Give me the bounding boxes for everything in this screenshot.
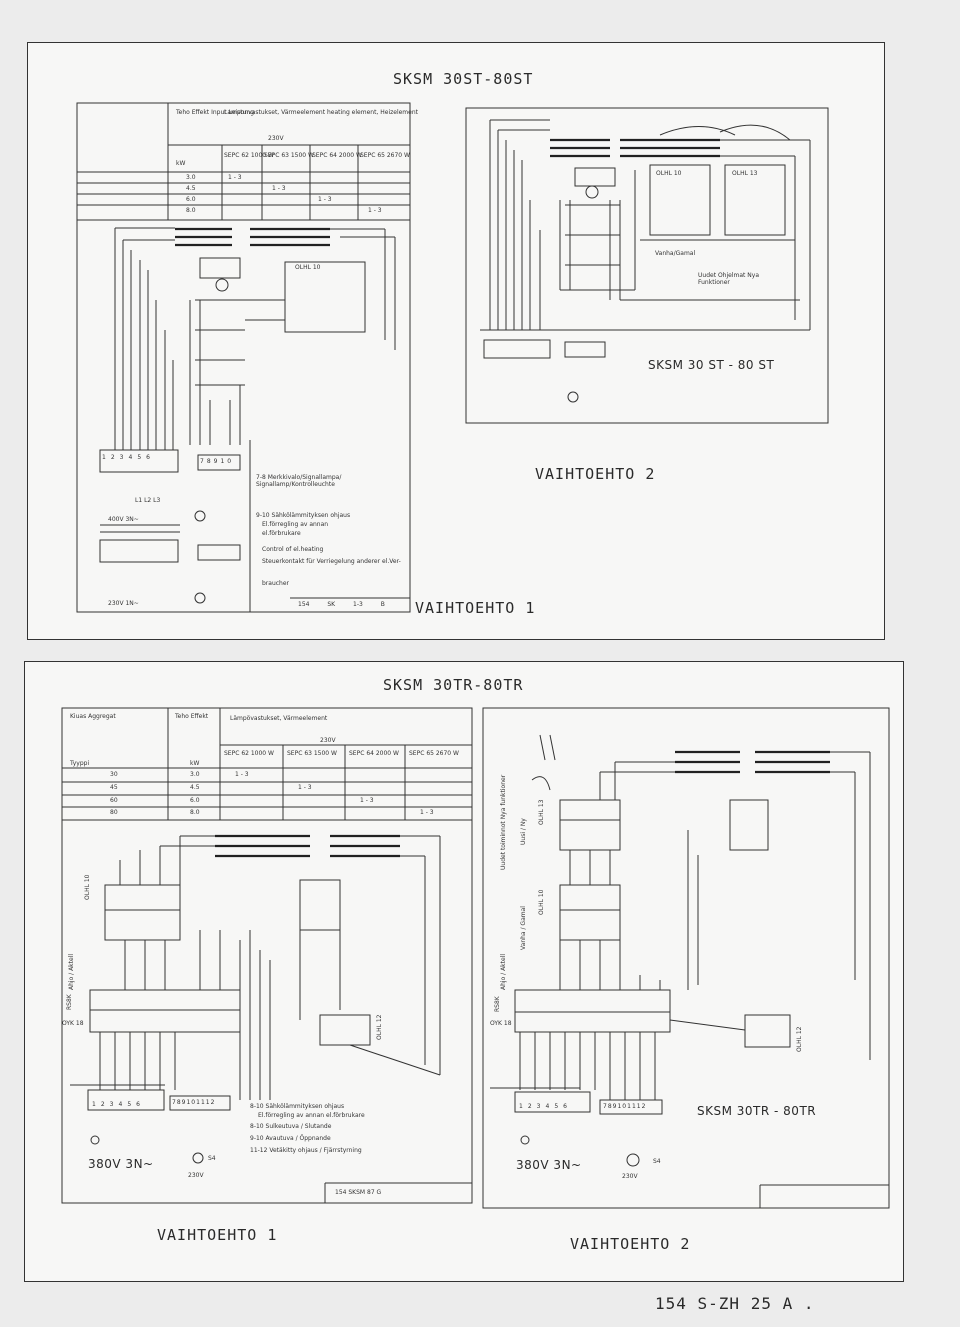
bottom-table-unit: kW — [190, 760, 200, 767]
bottom-right-side-label: Ahjo / Aktell — [500, 953, 507, 990]
top-caption-left: VAIHTOEHTO 1 — [415, 599, 536, 617]
bottom-right-fuse: S4 — [653, 1158, 661, 1165]
bottom-table-cell: 1 - 3 — [235, 771, 249, 778]
bottom-right-note-new: Uusi / Ny — [520, 818, 527, 845]
bottom-table-element-1: SEPC 62 1000 W — [224, 750, 274, 757]
top-table-cell: 1 - 3 — [228, 174, 242, 181]
bottom-table-element-2: SEPC 63 1500 W — [287, 750, 337, 757]
top-table-element-4: SEPC 65 2670 W — [360, 152, 410, 159]
top-table-cell: 1 - 3 — [272, 185, 286, 192]
top-table-header-elements: Lamponvastukset, Värmeelement heating el… — [224, 109, 419, 116]
bottom-table-row-type: 80 — [110, 809, 118, 816]
top-left-footer: 154 SK 1-3 B — [298, 601, 385, 608]
bottom-left-fuse: S4 — [208, 1155, 216, 1162]
top-signal-note: 7-8 Merkkivalo/Signallampa/ Signallamp/K… — [256, 474, 342, 488]
top-table-element-1: SEPC 62 1000 W — [224, 152, 274, 159]
bottom-table-element-4: SEPC 65 2670 W — [409, 750, 459, 757]
top-table-cell: 1 - 3 — [368, 207, 382, 214]
bottom-left-terminals-right: 789101112 — [172, 1099, 216, 1106]
bottom-right-box-olhl13: OLHL 13 — [538, 799, 545, 825]
top-right-note-old: Vanha/Gamal — [655, 250, 696, 257]
top-sheet-title: SKSM 30ST-80ST — [393, 70, 534, 88]
bottom-table-row-power: 8.0 — [190, 809, 200, 816]
bottom-left-box-olhl10: OLHL 10 — [84, 874, 91, 900]
top-right-box-label: OLHL 13 — [732, 170, 758, 177]
bottom-caption-left: VAIHTOEHTO 1 — [157, 1226, 278, 1244]
bottom-table-col-type: Tyyppi — [70, 760, 90, 767]
top-table-element-2: SEPC 63 1500 W — [264, 152, 314, 159]
top-supply-note-2: 230V 1N~ — [108, 600, 139, 607]
bottom-table-row-type: 30 — [110, 771, 118, 778]
bottom-right-box-olhl12: OLHL 12 — [796, 1026, 803, 1052]
top-supply-note: 400V 3N~ — [108, 516, 139, 523]
bottom-table-row-power: 4.5 — [190, 784, 200, 791]
top-table-row-power: 4.5 — [186, 185, 196, 192]
bottom-table-cell: 1 - 3 — [298, 784, 312, 791]
top-terminal-numbers-right: 78910 — [200, 458, 235, 465]
bottom-right-box-olhl10: OLHL 10 — [538, 889, 545, 915]
bottom-table-row-type: 60 — [110, 797, 118, 804]
bottom-table-row-type: 45 — [110, 784, 118, 791]
bottom-right-terminals-right: 789101112 — [603, 1103, 647, 1110]
bottom-left-box-rs8k: RS8K — [66, 994, 73, 1010]
bottom-left-box-olhl12: OLHL 12 — [376, 1014, 383, 1040]
bottom-right-note-functions: Uudet toiminnot Nya funktioner — [500, 774, 507, 870]
top-table-unit: kW — [176, 160, 186, 167]
top-table-row-power: 3.0 — [186, 174, 196, 181]
bottom-table-header-elements: Lämpövastukset, Värmeelement — [230, 715, 328, 722]
bottom-sheet-title: SKSM 30TR-80TR — [383, 676, 524, 694]
bottom-table-voltage: 230V — [320, 737, 336, 744]
bottom-left-terminals: 123456 — [92, 1101, 145, 1108]
top-table-element-3: SEPC 64 2000 W — [312, 152, 362, 159]
page-code: 154 S-ZH 25 A . — [655, 1294, 815, 1313]
bottom-caption-right: VAIHTOEHTO 2 — [570, 1235, 691, 1253]
bottom-table-header-power: Teho Effekt — [175, 713, 209, 720]
bottom-left-voltage: 230V — [188, 1172, 204, 1179]
top-table-row-power: 6.0 — [186, 196, 196, 203]
top-table-row-power: 8.0 — [186, 207, 196, 214]
bottom-left-side-label: Ahjo / Aktell — [68, 953, 75, 990]
top-table-cell: 1 - 3 — [318, 196, 332, 203]
bottom-right-note-old: Vanha / Gamal — [520, 906, 527, 950]
top-table-voltage: 230V — [268, 135, 284, 142]
bottom-table-row-power: 3.0 — [190, 771, 200, 778]
top-phases-label: L1 L2 L3 — [135, 497, 161, 504]
top-right-box-label: OLHL 10 — [656, 170, 682, 177]
top-table-header-power: Teho Effekt Input Leistung — [176, 109, 254, 116]
bottom-left-box-oyk18: OYK 18 — [62, 1020, 84, 1027]
bottom-right-diagram-label: SKSM 30TR - 80TR — [697, 1104, 817, 1118]
top-terminal-numbers: 123456 — [102, 454, 155, 461]
bottom-table-cell: 1 - 3 — [360, 797, 374, 804]
bottom-right-box-rs8k: RS8K — [494, 996, 501, 1012]
top-control-box-label: OLHL 10 — [295, 264, 321, 271]
bottom-sheet — [24, 661, 904, 1282]
bottom-table-cell: 1 - 3 — [420, 809, 434, 816]
bottom-right-supply: 380V 3N~ — [516, 1158, 582, 1172]
top-caption-right: VAIHTOEHTO 2 — [535, 465, 656, 483]
bottom-table-header-type: Kiuas Aggregat — [70, 713, 116, 720]
bottom-right-terminals: 123456 — [519, 1103, 572, 1110]
bottom-table-element-3: SEPC 64 2000 W — [349, 750, 399, 757]
bottom-left-footer: 154 SKSM 87 G — [335, 1189, 382, 1196]
top-right-diagram-label: SKSM 30 ST - 80 ST — [648, 358, 775, 372]
bottom-right-voltage: 230V — [622, 1173, 638, 1180]
bottom-table-row-power: 6.0 — [190, 797, 200, 804]
bottom-left-supply: 380V 3N~ — [88, 1157, 154, 1171]
bottom-right-box-oyk18: OYK 18 — [490, 1020, 512, 1027]
top-right-note-new: Uudet Ohjelmat Nya Funktioner — [698, 272, 760, 286]
